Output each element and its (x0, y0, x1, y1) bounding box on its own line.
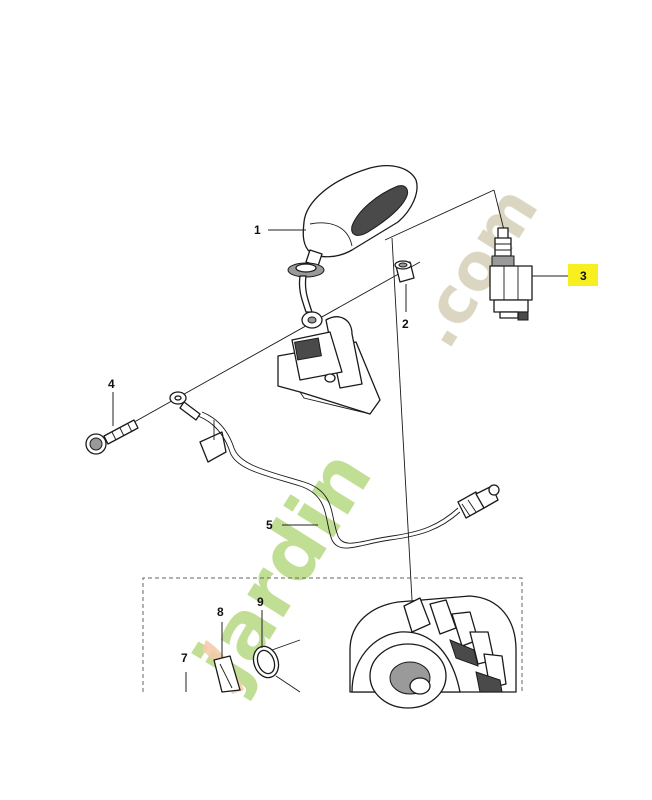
label-part-9[interactable]: 9 (257, 595, 264, 609)
flywheel-group-box (142, 577, 523, 692)
short-circuit-cable[interactable] (169, 391, 500, 549)
label-part-7[interactable]: 7 (181, 651, 188, 665)
mounting-bolt[interactable] (85, 419, 139, 455)
axis-line-plug-top (493, 189, 505, 231)
label-part-8[interactable]: 8 (217, 605, 224, 619)
axis-line-bolt (119, 261, 421, 431)
flywheel[interactable] (349, 595, 517, 709)
label-part-3-highlight (568, 264, 598, 286)
axis-line-boot-plug (384, 189, 495, 241)
ignition-coil[interactable] (277, 311, 381, 415)
label-part-1[interactable]: 1 (254, 223, 261, 237)
spark-plug-boot[interactable] (287, 165, 418, 313)
spark-plug[interactable] (489, 227, 533, 321)
woodruff-key[interactable] (213, 655, 241, 693)
label-part-4[interactable]: 4 (108, 377, 115, 391)
spacer-bushing[interactable] (394, 260, 415, 283)
label-part-2[interactable]: 2 (402, 317, 409, 331)
o-ring[interactable] (249, 639, 301, 693)
axis-line-flywheel (391, 237, 413, 601)
label-part-3[interactable]: 3 (580, 269, 587, 283)
label-part-5[interactable]: 5 (266, 518, 273, 532)
